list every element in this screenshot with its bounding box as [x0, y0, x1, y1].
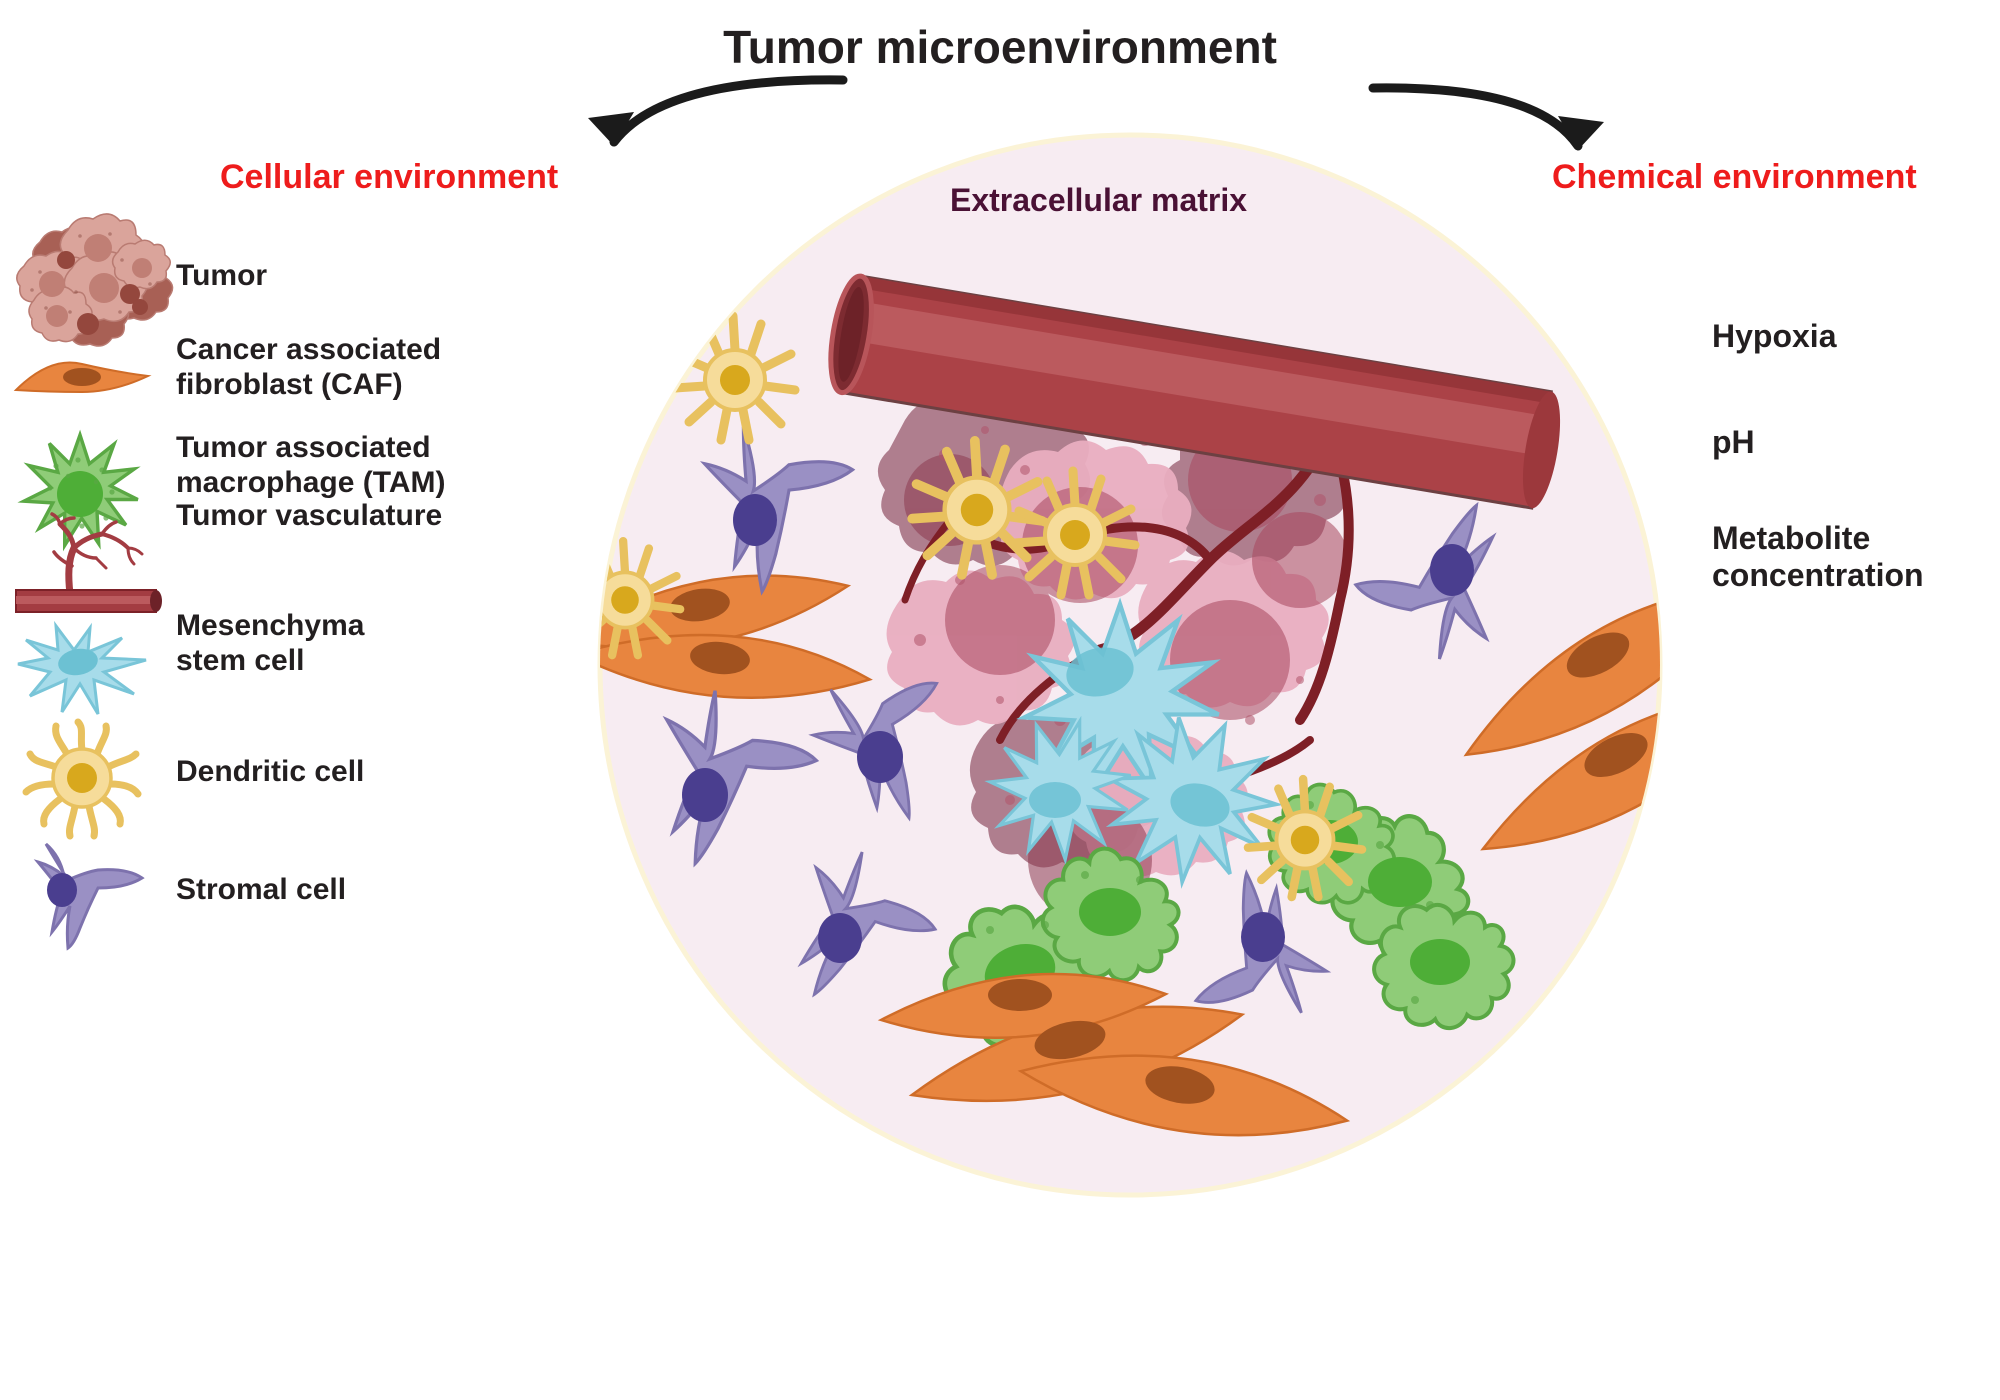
- arrow-to-chemical-environment: [1368, 83, 1604, 151]
- dendritic-cell-icon: [10, 716, 160, 841]
- vasculature-icon: [10, 506, 162, 616]
- chemical-item-hypoxia: Hypoxia: [1712, 318, 1837, 354]
- page-title: Tumor microenvironment: [723, 21, 1277, 73]
- legend-label-fibroblast: Cancer associated fibroblast (CAF): [176, 333, 442, 402]
- chemical-environment-heading: Chemical environment: [1552, 158, 1917, 196]
- stromal-nuclei: [682, 494, 1474, 963]
- extracellular-matrix-label: Extracellular matrix: [950, 182, 1248, 218]
- tumor-cluster-icon: [10, 212, 174, 347]
- legend-label-tumor: Tumor: [176, 259, 268, 292]
- fibroblast-nuclei: [670, 588, 1648, 1104]
- dendritic-cell-group: [600, 311, 1367, 902]
- mesenchymal-stem-cell-icon: [10, 618, 160, 728]
- legend-label-dendritic-cell: Dendritic cell: [176, 755, 365, 788]
- chemical-item-ph: pH: [1712, 424, 1755, 460]
- legend-label-vasculature: Tumor vasculature: [176, 499, 443, 532]
- arrow-to-cellular-environment: [588, 75, 848, 147]
- legend-label-stromal-cell: Stromal cell: [176, 873, 347, 906]
- legend-label-macrophage: Tumor associated macrophage (TAM): [176, 431, 446, 500]
- chemical-item-metabolite-concentration: Metabolite concentration: [1712, 520, 1924, 593]
- fibroblast-icon: [10, 346, 155, 406]
- cellular-environment-heading: Cellular environment: [220, 158, 559, 196]
- tumor-vasculature-vessel: [828, 273, 1561, 510]
- legend-label-mesenchymal-stem-cell: Mesenchyma stem cell: [176, 609, 365, 678]
- stromal-cell-icon: [10, 832, 160, 957]
